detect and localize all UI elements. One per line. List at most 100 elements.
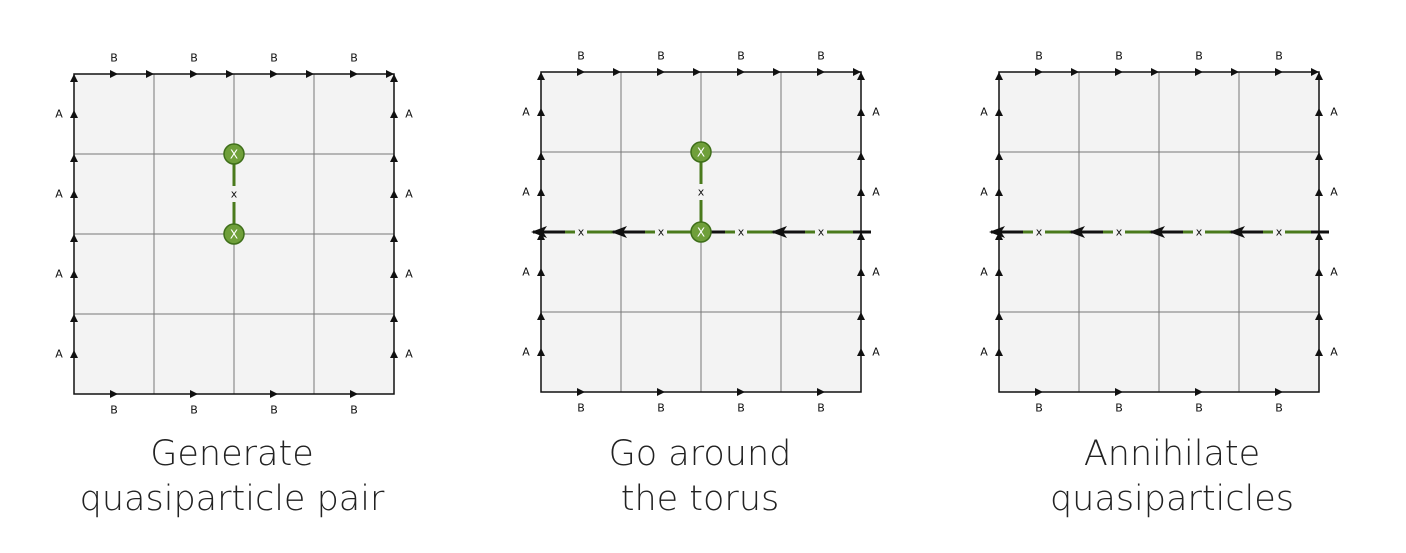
edge-label-a: A (405, 108, 413, 121)
arrow-head-icon (1195, 68, 1203, 76)
arrow-head-icon (390, 234, 398, 242)
arrow-head-icon (270, 70, 278, 78)
arrow-head-icon (390, 74, 398, 82)
string-marker-label: x (231, 188, 238, 201)
arrow-head-icon (1315, 268, 1323, 276)
marker-bg (815, 225, 827, 239)
arrow-head-icon (1115, 388, 1123, 396)
arrow-head-icon (226, 70, 234, 78)
arrow-head-icon (70, 350, 78, 358)
edge-label-b: B (110, 52, 118, 65)
arrow-head-icon (70, 190, 78, 198)
edge-label-a: A (55, 268, 63, 281)
arrow-head-icon (857, 312, 865, 320)
string-marker-label: x (578, 226, 585, 239)
string-arrow-head-icon (771, 226, 787, 238)
marker-bg (695, 184, 707, 200)
arrow-head-icon (995, 72, 1003, 80)
arrow-head-icon (1315, 348, 1323, 356)
arrow-head-icon (857, 268, 865, 276)
caption-line: Annihilate (1083, 434, 1261, 474)
arrow-head-icon (613, 68, 621, 76)
arrow-head-icon (1315, 72, 1323, 80)
arrow-head-icon (70, 270, 78, 278)
edge-label-b: B (737, 50, 745, 63)
arrow-head-icon (270, 390, 278, 398)
arrow-head-icon (390, 190, 398, 198)
arrow-head-icon (857, 188, 865, 196)
edge-label-a: A (980, 266, 988, 279)
arrow-head-icon (190, 390, 198, 398)
arrow-head-icon (1275, 388, 1283, 396)
edge-label-b: B (1115, 50, 1123, 63)
edge-label-a: A (405, 188, 413, 201)
quasiparticle-icon (690, 141, 712, 163)
arrow-head-icon (773, 68, 781, 76)
edge-label-b: B (1195, 50, 1203, 63)
arrow-head-icon (1315, 108, 1323, 116)
edge-label-b: B (350, 404, 358, 417)
edge-label-b: B (1115, 402, 1123, 415)
quasiparticle-icon (223, 223, 245, 245)
edge-label-a: A (1330, 186, 1338, 199)
arrow-head-icon (1315, 152, 1323, 160)
arrow-head-icon (1275, 68, 1283, 76)
quasiparticle-icon (690, 221, 712, 243)
arrow-head-icon (1315, 188, 1323, 196)
arrow-head-icon (693, 68, 701, 76)
edge-label-a: A (55, 188, 63, 201)
arrow-head-icon (390, 110, 398, 118)
edge-label-a: A (1330, 266, 1338, 279)
arrow-head-icon (1035, 388, 1043, 396)
arrow-head-icon (857, 232, 865, 240)
caption-annihilate: Annihilate quasiparticles (992, 432, 1352, 522)
arrow-head-icon (657, 68, 665, 76)
edge-label-a: A (1330, 106, 1338, 119)
arrow-head-icon (146, 70, 154, 78)
edge-label-a: A (872, 106, 880, 119)
arrow-head-icon (995, 108, 1003, 116)
arrow-head-icon (857, 108, 865, 116)
arrow-head-icon (1071, 68, 1079, 76)
caption-line: Generate (150, 434, 314, 474)
arrow-head-icon (537, 348, 545, 356)
caption-go-around: Go around the torus (520, 432, 880, 522)
arrow-head-icon (390, 154, 398, 162)
arrow-head-icon (817, 68, 825, 76)
string-marker-label: x (1036, 226, 1043, 239)
marker-bg (1033, 225, 1045, 239)
string-arrow-head-icon (1149, 226, 1165, 238)
arrow-head-icon (70, 154, 78, 162)
arrow-head-icon (1115, 68, 1123, 76)
arrow-head-icon (390, 350, 398, 358)
arrow-head-icon (1151, 68, 1159, 76)
edge-label-a: A (522, 186, 530, 199)
arrow-head-icon (857, 152, 865, 160)
caption-line: quasiparticles (1049, 479, 1295, 519)
edge-label-a: A (1330, 346, 1338, 359)
arrow-head-icon (70, 110, 78, 118)
edge-label-a: A (980, 346, 988, 359)
arrow-head-icon (857, 348, 865, 356)
arrow-head-icon (1315, 312, 1323, 320)
string-arrow-head-icon (611, 226, 627, 238)
edge-label-b: B (657, 50, 665, 63)
arrow-head-icon (857, 72, 865, 80)
string-marker-label: x (1116, 226, 1123, 239)
edge-label-b: B (1035, 402, 1043, 415)
arrow-head-icon (657, 388, 665, 396)
arrow-head-icon (386, 70, 394, 78)
marker-bg (655, 225, 667, 239)
arrow-head-icon (995, 188, 1003, 196)
edge-label-a: A (405, 348, 413, 361)
marker-bg (1113, 225, 1125, 239)
edge-label-b: B (190, 404, 198, 417)
arrow-head-icon (995, 312, 1003, 320)
edge-label-a: A (55, 108, 63, 121)
edge-label-b: B (817, 50, 825, 63)
marker-bg (1273, 225, 1285, 239)
arrow-head-icon (737, 68, 745, 76)
